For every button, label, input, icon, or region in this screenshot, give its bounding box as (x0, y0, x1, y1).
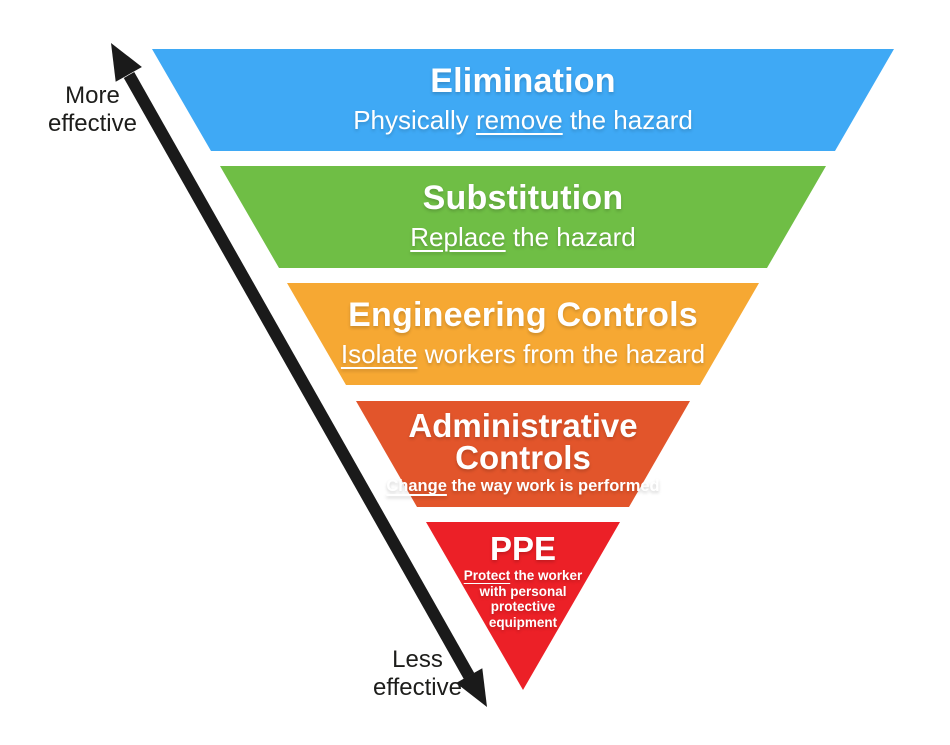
level-substitution-subtitle: Replace the hazard (410, 218, 636, 256)
subtitle-suffix: the worker (510, 568, 583, 583)
more-effective-line1: More (65, 82, 120, 109)
level-elimination-title: Elimination (430, 62, 616, 100)
arrow-head-down-icon (456, 668, 487, 707)
subtitle-line4: equipment (488, 614, 558, 630)
subtitle-line3: protective (490, 599, 556, 614)
effectiveness-arrow-shaft (123, 72, 475, 679)
level-elimination-subtitle: Physically remove the hazard (353, 101, 693, 139)
subtitle-suffix: the hazard (562, 105, 693, 135)
subtitle-suffix: the hazard (505, 222, 636, 252)
level-administrative-controls-subtitle: Change the way work is performed (386, 474, 659, 498)
level-substitution-shape (220, 166, 826, 268)
less-effective-line1: Less (392, 646, 443, 673)
level-ppe-title: PPE (489, 530, 557, 567)
level-engineering-controls-shape (287, 283, 759, 385)
level-substitution-text: Substitution Replace the hazard (273, 166, 773, 268)
level-ppe-subtitle: Protect the worker with personal protect… (464, 568, 583, 630)
subtitle-underlined-word: remove (476, 105, 563, 135)
level-elimination-shape (152, 49, 894, 151)
title-line2: Controls (455, 439, 591, 476)
level-elimination-text: Elimination Physically remove the hazard (223, 49, 823, 151)
less-effective-label: Less effective (355, 646, 480, 702)
level-engineering-controls-title: Engineering Controls (348, 296, 698, 334)
level-substitution-title: Substitution (422, 179, 624, 217)
subtitle-line1: Protect the worker (464, 568, 583, 584)
subtitle-suffix: the way work is performed (446, 477, 660, 495)
subtitle-prefix: Physically (353, 105, 477, 135)
subtitle-suffix: workers from the hazard (417, 339, 706, 369)
more-effective-label: More effective (30, 82, 155, 138)
less-effective-line2: effective (373, 674, 462, 701)
level-engineering-controls-text: Engineering Controls Isolate workers fro… (303, 283, 743, 385)
subtitle-underlined-word: Replace (410, 222, 506, 252)
level-administrative-controls-text: Administrative Controls Change the way w… (363, 401, 683, 507)
more-effective-line2: effective (48, 110, 137, 137)
subtitle-underlined-word: Protect (463, 568, 511, 583)
level-ppe-shape (426, 522, 620, 690)
title-line1: Administrative (408, 407, 638, 444)
level-ppe-text: PPE Protect the worker with personal pro… (433, 524, 613, 650)
level-administrative-controls-shape (356, 401, 690, 507)
subtitle-underlined-word: Isolate (340, 339, 418, 369)
subtitle-underlined-word: Change (386, 477, 447, 495)
level-engineering-controls-subtitle: Isolate workers from the hazard (341, 335, 705, 373)
level-administrative-controls-title: Administrative Controls (408, 407, 638, 476)
subtitle-line2: with personal (479, 583, 567, 599)
arrow-head-up-icon (111, 43, 142, 82)
